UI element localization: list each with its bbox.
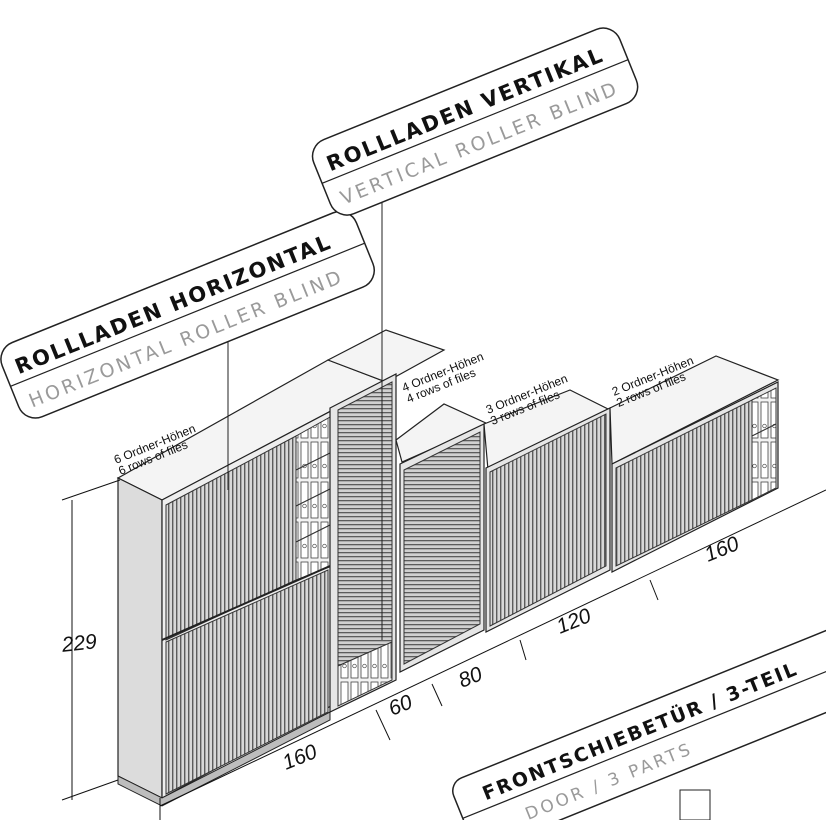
bottom-file-shelf — [337, 641, 393, 707]
cabinet-2-rows-top — [609, 355, 780, 465]
cabinet-6-rows-side — [117, 477, 163, 799]
cabinet-3-rows-wide — [483, 389, 612, 633]
vertical-roller-blind — [337, 381, 393, 667]
drawing-edge-box — [679, 789, 711, 820]
label-vertical-roller: ROLLLADEN VERTIKAL VERTICAL ROLLER BLIND — [311, 27, 639, 216]
lower-roller-blind — [165, 569, 329, 795]
cabinet-2-rows — [609, 355, 780, 573]
cabinet-3-rows-blind — [403, 431, 481, 665]
cabinet-3-rows — [395, 403, 490, 673]
file-shelf-area — [295, 415, 333, 581]
width-dimension-1: 160 — [279, 740, 320, 775]
height-dimension: 229 — [60, 630, 99, 657]
width-dimension-4: 120 — [553, 604, 594, 639]
width-dimension-3: 80 — [455, 662, 486, 692]
cabinet-4-rows-top — [326, 329, 446, 383]
cabinet-2-rows-files — [751, 387, 777, 501]
cabinet-3-rows-wide-blind — [489, 413, 607, 627]
label-sliding-door: FRONTSCHIEBETÜR / 3-TEIL DOOR / 3 PARTS — [452, 621, 826, 820]
dimension-lines — [61, 479, 826, 820]
cabinet-4-rows — [326, 329, 446, 713]
cabinet-6-rows-plinth — [117, 711, 331, 807]
width-dimension-5: 160 — [701, 532, 742, 567]
width-dimension-2: 60 — [385, 690, 416, 720]
